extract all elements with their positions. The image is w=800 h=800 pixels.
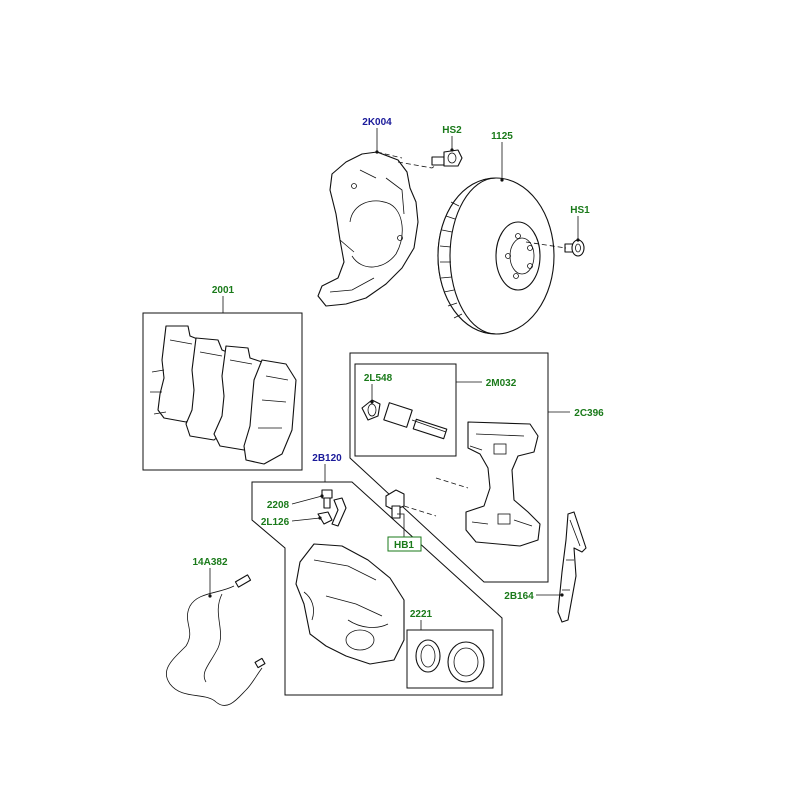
label-2M032: 2M032: [486, 378, 517, 389]
box-2M032-guide-pins: [354, 363, 457, 457]
label-hs1: HS1: [570, 205, 590, 216]
box-2001-brake-pads: [142, 312, 303, 471]
label-14A382: 14A382: [192, 557, 227, 568]
label-2208: 2208: [267, 500, 290, 511]
seal-kit-part: [415, 639, 485, 683]
label-2001: 2001: [212, 285, 235, 296]
wear-sensor-part: [165, 574, 266, 706]
label-hb1: HB1: [394, 540, 414, 551]
brake-pad-set-part: [150, 325, 297, 465]
label-2L548: 2L548: [364, 373, 393, 384]
label-2L126: 2L126: [261, 517, 290, 528]
label-2B120: 2B120: [312, 453, 342, 464]
anti-rattle-clip-part: [557, 511, 587, 623]
box-2B120-caliper: [251, 481, 503, 696]
label-2K004: 2K004: [362, 117, 392, 128]
caliper-housing-part: [295, 543, 405, 665]
bleed-screw-part: [317, 489, 347, 527]
label-2B164: 2B164: [504, 591, 534, 602]
label-hs2: HS2: [442, 125, 462, 136]
dust-shield-part: [317, 151, 419, 307]
brake-disc-part: [437, 177, 555, 335]
label-hb1-box: [387, 536, 422, 552]
label-1125: 1125: [491, 131, 513, 142]
label-2C396: 2C396: [574, 408, 604, 419]
bolt-hs2-part: [431, 149, 463, 167]
screw-hs1-part: [564, 239, 585, 257]
box-2221-seal-kit: [406, 629, 494, 689]
label-2221: 2221: [410, 609, 433, 620]
box-2C396-caliper-carrier: [349, 352, 549, 583]
caliper-carrier-part: [465, 421, 541, 547]
guide-pin-kit-part: [361, 399, 448, 440]
